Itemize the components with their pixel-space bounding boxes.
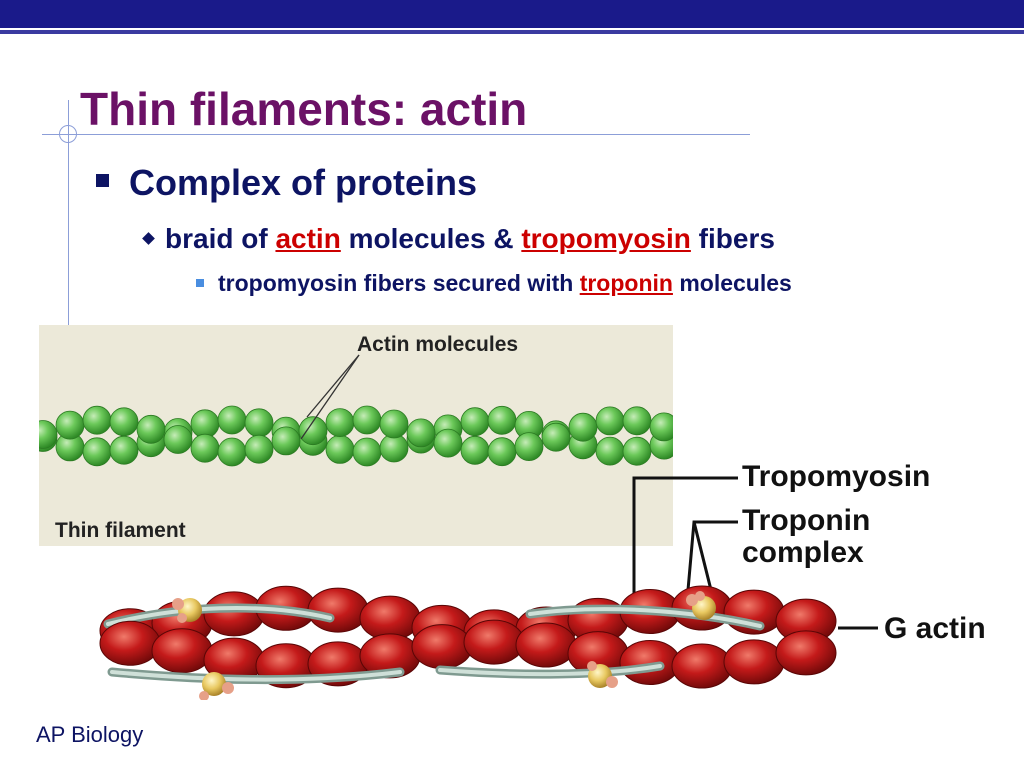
label-tropomyosin: Tropomyosin <box>742 460 930 493</box>
troponin-complex-4 <box>587 661 618 688</box>
actin-monomer <box>136 414 166 444</box>
actin-tropomyosin-troponin-figure: Tropomyosin Troponin complex G actin <box>0 440 1024 701</box>
actin-pointer-line-2 <box>300 354 360 440</box>
actin-monomer <box>271 426 301 456</box>
troponin-complex-2 <box>686 591 716 620</box>
bullet-level-2-text-3: fibers <box>690 223 775 254</box>
bullet-level-3: tropomyosin fibers secured with troponin… <box>196 270 792 297</box>
troponin-complex-1 <box>172 598 202 623</box>
actin-monomer <box>460 407 490 437</box>
horizontal-guide-line <box>42 134 750 135</box>
term-tropomyosin: tropomyosin <box>521 223 691 254</box>
label-g-actin: G actin <box>884 612 986 645</box>
bullet-level-1-text: Complex of proteins <box>129 162 478 203</box>
actin-monomer <box>190 409 220 439</box>
g-actin-monomer <box>515 622 577 668</box>
bullet-level-2-text-2: molecules & <box>340 223 522 254</box>
g-actin-monomer <box>411 624 473 670</box>
actin-monomer <box>649 412 673 442</box>
actin-monomer <box>109 407 139 437</box>
bullet-level-1: Complex of proteins <box>96 162 477 204</box>
actin-monomer <box>352 405 382 435</box>
g-actin-monomer <box>99 620 161 666</box>
label-troponin-line-2: complex <box>742 536 864 569</box>
actin-monomer <box>595 406 625 436</box>
tropomyosin-fiber-4-highlight <box>438 664 662 677</box>
actin-monomer <box>568 412 598 442</box>
troponin-complex-3 <box>199 672 234 701</box>
guide-circle <box>59 125 77 143</box>
tropomyosin-fiber-2-highlight <box>528 607 762 628</box>
small-square-bullet-icon <box>196 279 204 287</box>
actin-monomer <box>244 408 274 438</box>
g-actin-monomer <box>203 591 265 637</box>
tropomyosin-fiber-1-highlight <box>106 605 332 626</box>
label-actin-molecules: Actin molecules <box>357 333 518 356</box>
actin-monomer <box>82 405 112 435</box>
bullet-level-2-text-1: braid of <box>165 223 276 254</box>
actin-monomer <box>541 422 571 452</box>
bullet-level-2: braid of actin molecules & tropomyosin f… <box>142 223 775 255</box>
slide-title: Thin filaments: actin <box>80 83 528 135</box>
thin-filament-illustration: Actin molecules Thin filament <box>39 333 673 542</box>
actin-monomer <box>109 435 139 465</box>
g-actin-monomer <box>671 643 733 689</box>
actin-monomer <box>55 410 85 440</box>
actin-monomer <box>298 416 328 446</box>
g-actin-monomer <box>307 587 369 633</box>
tropomyosin-fiber-3-highlight <box>110 670 402 682</box>
actin-monomer <box>406 418 436 448</box>
actin-molecule-chain <box>39 405 673 467</box>
bullet-level-3-text-1: tropomyosin fibers secured with <box>218 270 580 296</box>
actin-monomer <box>39 420 58 449</box>
footer-label: AP Biology <box>36 722 144 747</box>
thin-filament-3d-illustration: Tropomyosin Troponin complex G actin <box>99 460 986 701</box>
actin-monomer <box>217 405 247 435</box>
g-actin-monomer <box>151 628 213 674</box>
actin-pointer-line-1 <box>306 354 360 418</box>
term-actin: actin <box>275 223 341 254</box>
top-banner-stripe <box>0 30 1024 34</box>
label-troponin-line-1: Troponin <box>742 504 870 537</box>
actin-monomer <box>433 428 463 458</box>
bullet-level-3-text-2: molecules <box>672 270 792 296</box>
diamond-bullet-icon <box>142 232 155 245</box>
top-banner <box>0 0 1024 28</box>
actin-monomer <box>379 409 409 439</box>
g-actin-monomer <box>723 639 785 685</box>
thin-filament-figure: Actin molecules Thin filament <box>39 325 673 546</box>
actin-monomer <box>514 432 544 461</box>
actin-monomer <box>163 425 193 454</box>
actin-monomer <box>622 406 652 436</box>
term-troponin: troponin <box>579 270 673 296</box>
tropomyosin-pointer-line <box>632 476 738 612</box>
actin-monomer <box>244 434 274 464</box>
vertical-guide-line <box>68 100 69 326</box>
g-actin-monomer <box>463 619 525 665</box>
g-actin-monomer <box>619 640 681 685</box>
actin-monomer <box>487 405 517 435</box>
actin-monomer <box>325 408 355 437</box>
g-actin-monomer <box>775 630 837 676</box>
label-thin-filament: Thin filament <box>55 519 186 542</box>
square-bullet-icon <box>96 174 109 187</box>
